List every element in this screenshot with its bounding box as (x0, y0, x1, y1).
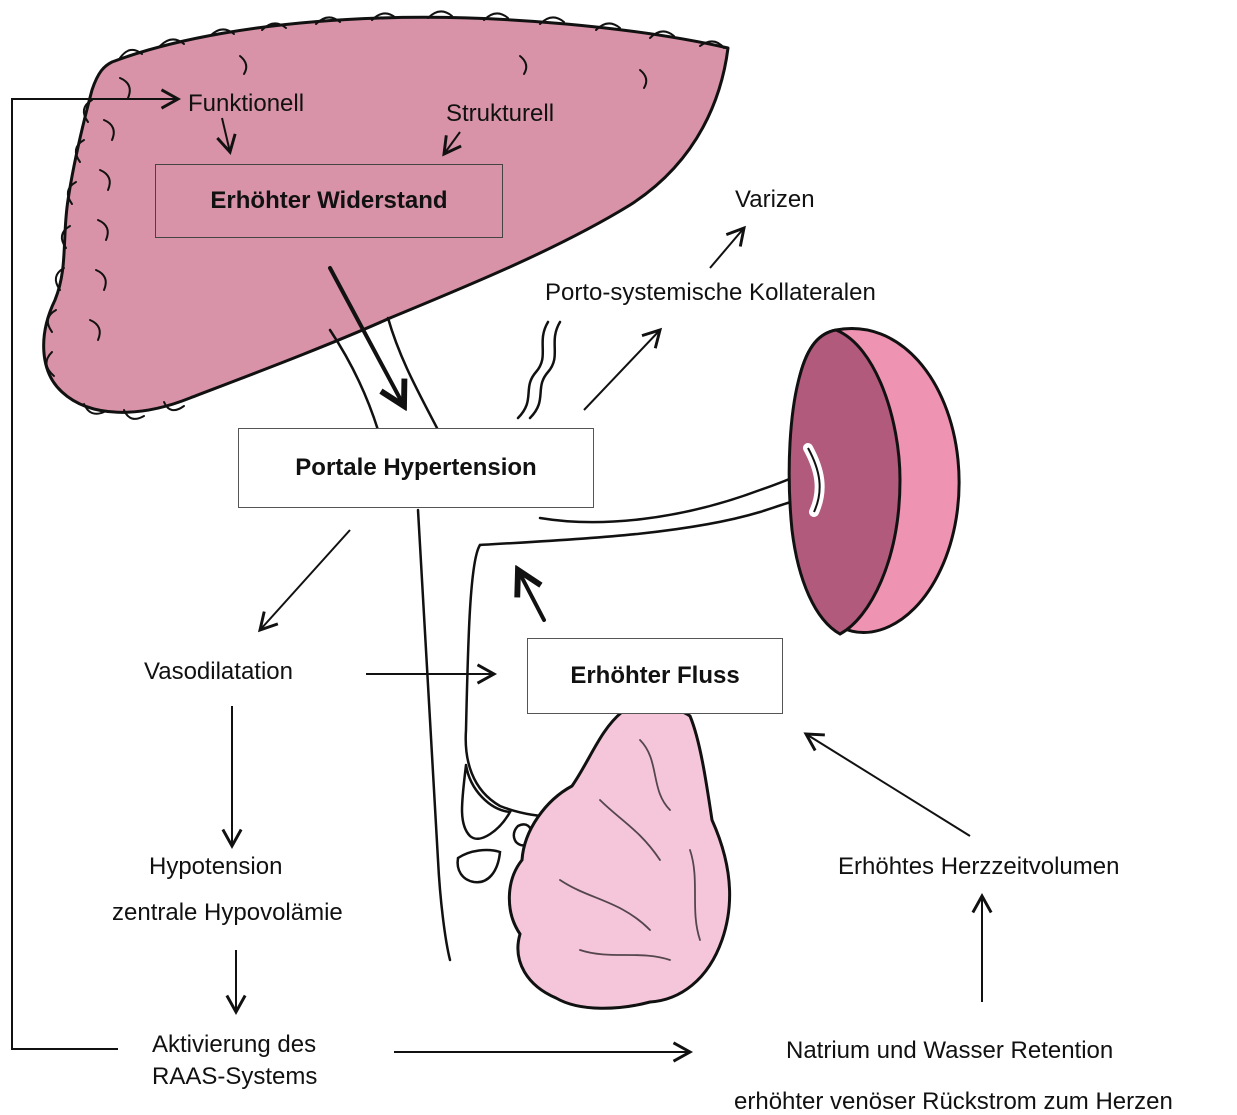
raas-label-line1: Aktivierung des (152, 1031, 316, 1059)
structural-label: Strukturell (446, 100, 554, 128)
increased-flow-box: Erhöhter Fluss (527, 638, 783, 714)
collaterals-label: Porto-systemische Kollateralen (545, 279, 876, 307)
increased-flow-label: Erhöhter Fluss (570, 662, 739, 690)
portal-hypertension-box: Portale Hypertension (238, 428, 594, 508)
venous-return-label: erhöhter venöser Rückstrom zum Herzen (734, 1088, 1173, 1115)
vasodilatation-label: Vasodilatation (144, 658, 293, 686)
increased-resistance-box: Erhöhter Widerstand (155, 164, 503, 238)
spleen-illustration (789, 329, 959, 634)
hypotension-label: Hypotension (149, 853, 282, 881)
retention-label: Natrium und Wasser Retention (786, 1037, 1113, 1065)
increased-resistance-label: Erhöhter Widerstand (210, 187, 447, 215)
raas-label-line2: RAAS-Systems (152, 1063, 317, 1091)
cardiac-output-label: Erhöhtes Herzzeitvolumen (838, 853, 1119, 881)
portal-hypertension-label: Portale Hypertension (295, 454, 536, 482)
varices-label: Varizen (735, 186, 815, 214)
hypovolemia-label: zentrale Hypovolämie (112, 899, 343, 927)
functional-label: Funktionell (188, 90, 304, 118)
intestine-illustration (509, 708, 729, 1008)
